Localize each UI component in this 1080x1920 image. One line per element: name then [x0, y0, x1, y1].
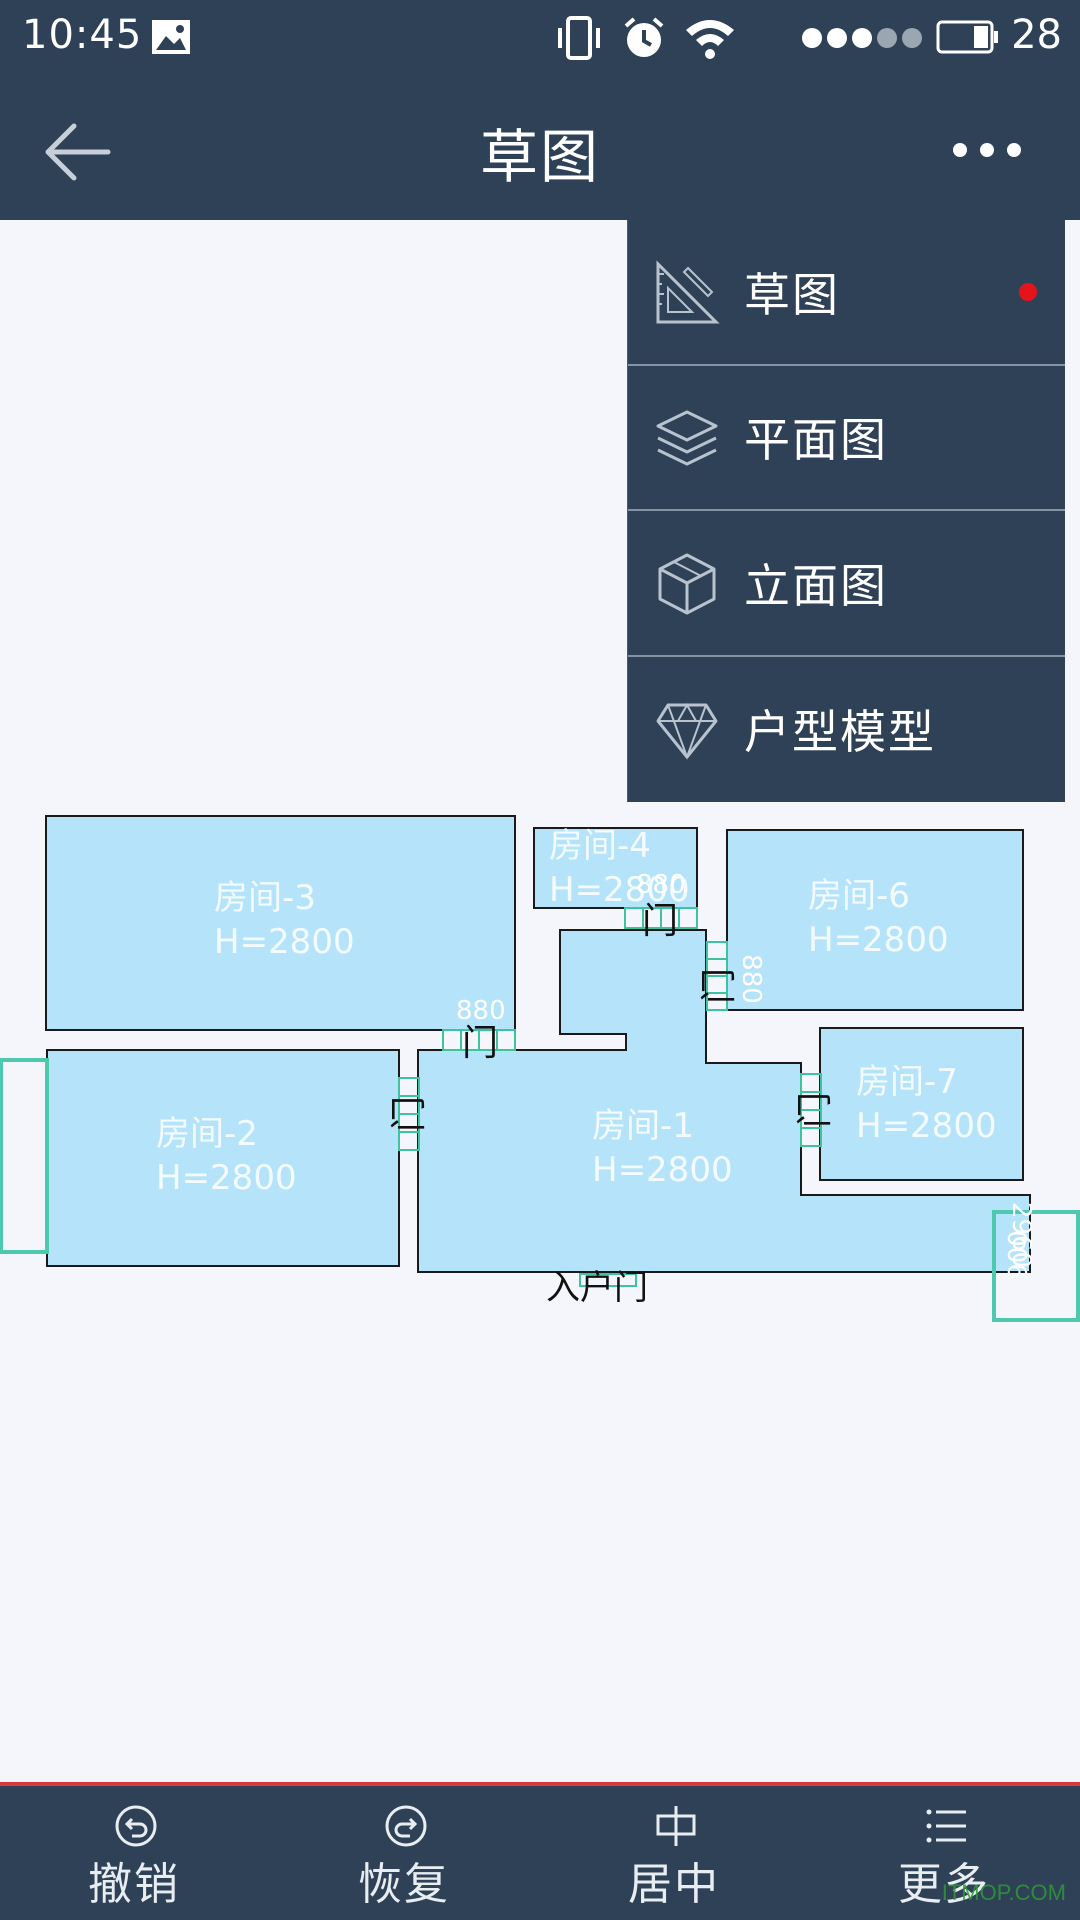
- room-3-shape[interactable]: [45, 815, 516, 1031]
- door-label-room4: 门: [642, 901, 679, 942]
- menu-item-house-model[interactable]: 户型模型: [628, 657, 1065, 803]
- entrance-door-hatch: [579, 1273, 637, 1287]
- app-header: 草图: [0, 78, 1080, 220]
- undo-label: 撤销: [88, 1859, 180, 1910]
- door-label-room2: 门: [389, 1095, 431, 1133]
- balcony-right: [992, 1210, 1080, 1322]
- center-icon: [656, 1806, 696, 1846]
- undo-button[interactable]: 撤销: [24, 1786, 244, 1920]
- room-1-shape[interactable]: [417, 929, 1031, 1273]
- redo-label: 恢复: [358, 1859, 450, 1910]
- more-button[interactable]: 更多: [834, 1786, 1054, 1920]
- door-label-room6: 门: [699, 967, 741, 1005]
- center-label: 居中: [628, 1859, 720, 1910]
- cube-icon: [658, 553, 716, 615]
- dimension-label: 880: [735, 954, 766, 1004]
- redo-icon: [385, 1805, 427, 1847]
- center-button[interactable]: 居中: [564, 1786, 784, 1920]
- menu-item-elevation-label: 立面图: [744, 558, 888, 613]
- door-room6-hatch: [706, 941, 728, 1011]
- room-6-shape[interactable]: [726, 829, 1024, 1011]
- wifi-icon: [686, 20, 734, 59]
- ruler-triangle-icon: [656, 260, 720, 324]
- room-4-shape[interactable]: [533, 827, 698, 909]
- door-label-room3: 门: [462, 1023, 499, 1064]
- more-options-icon[interactable]: [942, 120, 1032, 180]
- door-label-room7: 门: [795, 1091, 837, 1129]
- menu-item-house-model-label: 户型模型: [744, 705, 936, 760]
- redo-button[interactable]: 恢复: [294, 1786, 514, 1920]
- entrance-door-label: 入户门: [546, 1268, 648, 1308]
- floor-plan-drawing[interactable]: [0, 220, 1080, 1780]
- menu-item-floor-plan[interactable]: 平面图: [628, 366, 1065, 511]
- dimension-label: 900: [1003, 1230, 1034, 1280]
- active-indicator-dot: [1019, 282, 1037, 301]
- bottom-toolbar: 撤销 恢复 居中 更多: [0, 1782, 1080, 1920]
- door-room3-hatch: [442, 1029, 516, 1051]
- dimension-label: 880: [456, 996, 506, 1026]
- room-7-shape[interactable]: [819, 1027, 1024, 1181]
- back-arrow-icon[interactable]: [38, 112, 118, 192]
- status-time: 10:45: [22, 12, 143, 58]
- status-bar: 10:45 28: [0, 0, 1080, 78]
- undo-icon: [115, 1805, 157, 1847]
- signal-dots-icon: [802, 28, 922, 48]
- image-notification-icon: [152, 20, 190, 54]
- menu-item-elevation[interactable]: 立面图: [628, 511, 1065, 657]
- door-room7-hatch: [800, 1073, 822, 1147]
- alarm-icon: [624, 17, 664, 57]
- more-label: 更多: [898, 1859, 990, 1910]
- wireframe-model-icon: [656, 702, 718, 760]
- menu-item-floor-plan-label: 平面图: [744, 413, 888, 468]
- door-room4-hatch: [624, 907, 698, 929]
- page-title: 草图: [479, 123, 600, 191]
- door-room2-hatch: [398, 1077, 420, 1151]
- layers-icon: [656, 410, 718, 465]
- menu-item-sketch[interactable]: 草图: [628, 220, 1065, 366]
- battery-icon: [936, 20, 998, 54]
- vibrate-icon: [558, 16, 600, 60]
- battery-level: 28: [1011, 12, 1062, 58]
- balcony-left: [0, 1058, 49, 1254]
- menu-item-sketch-label: 草图: [744, 267, 840, 322]
- dimension-label: 880: [636, 870, 686, 900]
- view-mode-menu: 草图 平面图 立面图 户型模型: [627, 220, 1065, 802]
- watermark-text: ITMOP.COM: [941, 1880, 1066, 1905]
- list-menu-icon: [926, 1809, 966, 1843]
